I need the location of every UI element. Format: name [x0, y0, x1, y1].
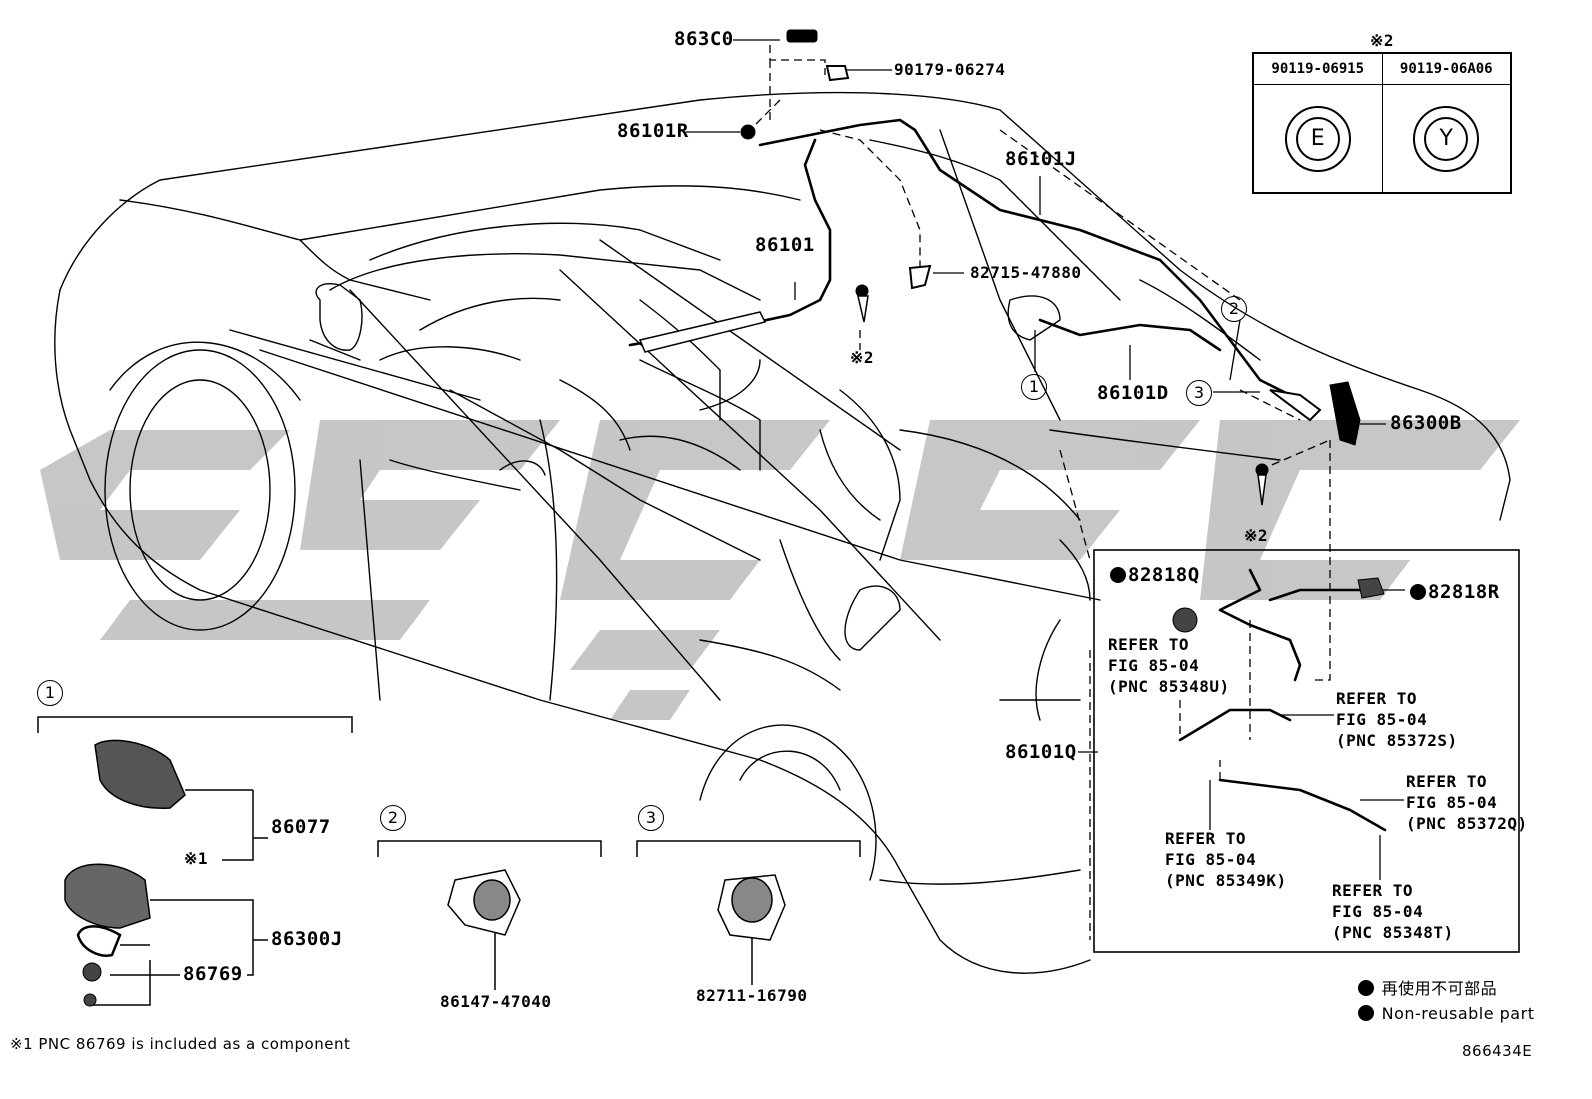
reference-85348t[interactable]: REFER TO FIG 85-04 (PNC 85348T): [1332, 881, 1454, 942]
watermark-logo: [40, 420, 1520, 720]
part-label-86077[interactable]: 86077: [271, 816, 331, 838]
note-mark-x2-a: ※2: [850, 348, 875, 367]
detail-circle-2: 2: [380, 805, 406, 831]
bolt-head-icon: E: [1284, 105, 1351, 172]
callout-circle-3[interactable]: 3: [1186, 380, 1212, 406]
part-label-86769[interactable]: 86769: [183, 963, 243, 985]
non-reusable-dot-icon: [1358, 1005, 1374, 1021]
non-reusable-dot-icon: [1110, 567, 1126, 583]
note-mark-x2-c: ※2: [1370, 31, 1395, 50]
bolt-part-number-2[interactable]: 90119-06A06: [1381, 52, 1512, 85]
callout-circle-1[interactable]: 1: [1021, 374, 1047, 400]
part-label-86147-47040[interactable]: 86147-47040: [440, 992, 552, 1011]
callout-circle-2[interactable]: 2: [1221, 296, 1247, 322]
part-label-82715-47880[interactable]: 82715-47880: [970, 263, 1082, 282]
legend-jp: 再使用不可部品: [1358, 980, 1497, 997]
bolt-cell-2: Y: [1381, 84, 1512, 194]
bolt-mark-y: Y: [1424, 116, 1469, 161]
part-label-86101d[interactable]: 86101D: [1097, 382, 1169, 404]
reference-85372s[interactable]: REFER TO FIG 85-04 (PNC 85372S): [1336, 689, 1458, 750]
part-label-86101[interactable]: 86101: [755, 234, 815, 256]
part-label-82818q[interactable]: 82818Q: [1110, 566, 1200, 585]
bolt-head-icon: Y: [1413, 105, 1480, 172]
footnote: ※1 PNC 86769 is included as a component: [10, 1035, 351, 1053]
bolt-cell-1: E: [1252, 84, 1383, 194]
bolt-part-number-1[interactable]: 90119-06915: [1252, 52, 1383, 85]
part-label-90179-06274[interactable]: 90179-06274: [894, 60, 1006, 79]
bolt-mark-e: E: [1295, 116, 1340, 161]
detail-circle-1: 1: [37, 680, 63, 706]
non-reusable-dot-icon: [1358, 980, 1374, 996]
bolt-table: 90119-06915 90119-06A06 E Y: [1252, 52, 1512, 194]
part-label-86300b[interactable]: 86300B: [1390, 412, 1462, 434]
figure-id: 866434E: [1462, 1042, 1533, 1060]
legend-en: Non-reusable part: [1358, 1005, 1534, 1022]
part-label-82818r[interactable]: 82818R: [1410, 583, 1500, 602]
detail-circle-3: 3: [638, 805, 664, 831]
part-label-863c0[interactable]: 863C0: [674, 28, 734, 50]
non-reusable-dot-icon: [1410, 584, 1426, 600]
reference-85372q[interactable]: REFER TO FIG 85-04 (PNC 85372Q): [1406, 772, 1528, 833]
reference-85348u[interactable]: REFER TO FIG 85-04 (PNC 85348U): [1108, 635, 1230, 696]
part-label-82711-16790[interactable]: 82711-16790: [696, 986, 808, 1005]
note-mark-x1: ※1: [184, 849, 209, 868]
note-mark-x2-b: ※2: [1244, 526, 1269, 545]
part-label-86101j[interactable]: 86101J: [1005, 148, 1077, 170]
reference-85349k[interactable]: REFER TO FIG 85-04 (PNC 85349K): [1165, 829, 1287, 890]
part-label-86101r[interactable]: 86101R: [617, 120, 689, 142]
part-label-86101q[interactable]: 86101Q: [1005, 741, 1077, 763]
part-label-86300j[interactable]: 86300J: [271, 928, 343, 950]
